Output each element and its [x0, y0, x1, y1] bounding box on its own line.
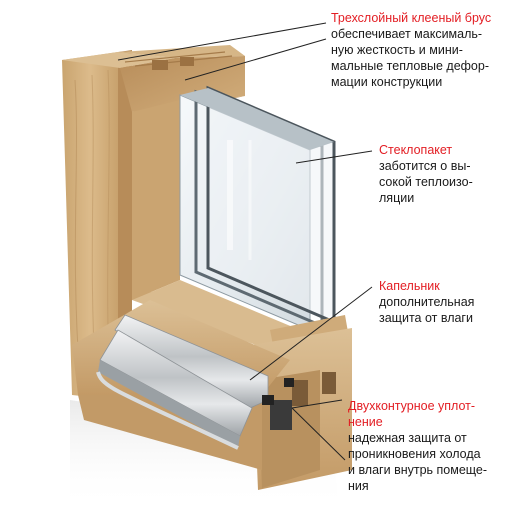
double-seal: [262, 378, 294, 405]
callout-laminated-beam: Трехслойный клееный брус обеспечивает ма…: [331, 10, 503, 90]
drip-cap: [96, 314, 269, 450]
callout-desc-line: мации конструкции: [331, 75, 443, 89]
callout-desc-line: надежная защита от: [348, 431, 467, 445]
callout-desc-line: заботится о вы-: [379, 159, 471, 173]
callout-desc-line: защита от влаги: [379, 311, 473, 325]
callout-desc-line: мальные тепловые дефор-: [331, 59, 490, 73]
leader-lines: [117, 22, 373, 461]
callout-title: Стеклопакет: [379, 143, 453, 157]
callout-desc-line: дополнительная: [379, 295, 475, 309]
callout-double-seal: Двухконтурное уплот-нение надежная защит…: [348, 398, 504, 494]
callout-desc-line: ния: [348, 479, 369, 493]
callout-title: Капельник: [379, 279, 440, 293]
callout-glass-unit: Стеклопакет заботится о вы- сокой теплои…: [379, 142, 503, 206]
callout-desc-line: обеспечивает максималь-: [331, 27, 483, 41]
glass-unit: [179, 85, 336, 331]
callout-title: Двухконтурное уплот-нение: [348, 399, 476, 429]
callout-desc-line: и влаги внутрь помеще-: [348, 463, 488, 477]
callout-desc-line: ную жесткость и мини-: [331, 43, 463, 57]
callout-drip-cap: Капельник дополнительная защита от влаги: [379, 278, 503, 326]
callout-desc-line: ляции: [379, 191, 415, 205]
callout-title: Трехслойный клееный брус: [331, 11, 492, 25]
callout-desc-line: сокой теплоизо-: [379, 175, 473, 189]
callout-desc-line: проникновения холода: [348, 447, 481, 461]
inner-reveal: [132, 100, 300, 350]
